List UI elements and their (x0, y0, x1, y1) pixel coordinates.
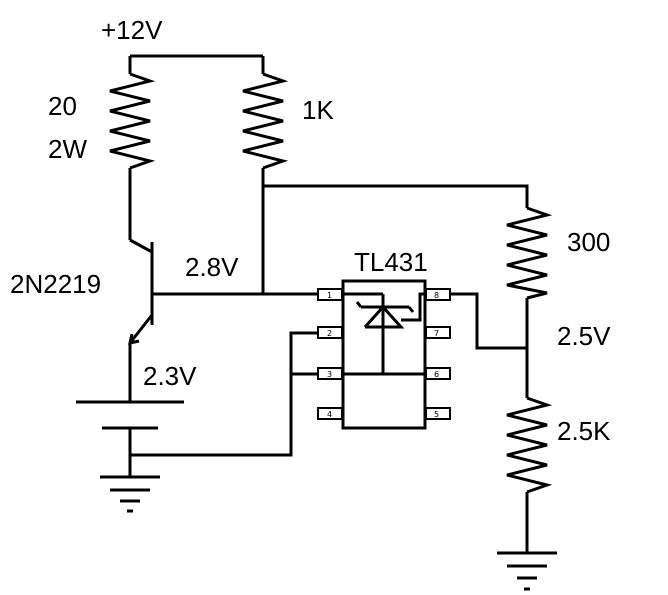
ic-pin-4 (317, 407, 343, 420)
emitter-voltage-label: 2.3V (143, 361, 197, 391)
ballast-resistor (109, 56, 156, 240)
upper-divider-resistor-label: 300 (567, 227, 610, 257)
ground-symbol-right (497, 551, 557, 591)
ic-pin-4-label: 4 (327, 410, 332, 419)
transistor-label: 2N2219 (10, 269, 101, 299)
ic-pin-5 (425, 407, 451, 420)
ic-pin-3-label: 3 (327, 370, 332, 379)
ic-pin-7 (425, 326, 451, 339)
ic-pin-3 (317, 367, 343, 380)
ic-pin-2 (317, 326, 343, 339)
ic-pin-5-label: 5 (434, 410, 439, 419)
lower-divider-resistor (506, 396, 553, 553)
ic-pin-6-label: 6 (434, 370, 439, 379)
base-voltage-label: 2.8V (185, 252, 239, 282)
ic-tl431: 1 2 3 4 8 7 6 5 (317, 279, 451, 430)
bias-resistor-label: 1K (302, 95, 334, 125)
battery-symbol (76, 400, 184, 477)
ic-pin-1-label: 1 (327, 291, 332, 300)
ic-pin-1 (317, 288, 343, 301)
ic-pin-8-label: 8 (434, 291, 439, 300)
supply-label: +12V (101, 15, 163, 45)
bias-node-wire (263, 184, 529, 208)
ic-pin-2-label: 2 (327, 329, 332, 338)
ground-symbol-left (100, 475, 160, 513)
bias-resistor (242, 56, 289, 294)
ic-label: TL431 (354, 247, 428, 277)
ballast-resistor-value: 20 (48, 91, 77, 121)
reference-wire (450, 292, 527, 350)
anode-return-wire (130, 331, 318, 457)
reference-voltage-label: 2.5V (557, 321, 611, 351)
ic-pin-7-label: 7 (434, 329, 439, 338)
lower-divider-resistor-label: 2.5K (557, 416, 611, 446)
transistor-symbol (128, 238, 154, 345)
upper-divider-resistor (506, 206, 553, 398)
ic-pin-6 (425, 367, 451, 380)
ballast-resistor-power: 2W (48, 134, 87, 164)
